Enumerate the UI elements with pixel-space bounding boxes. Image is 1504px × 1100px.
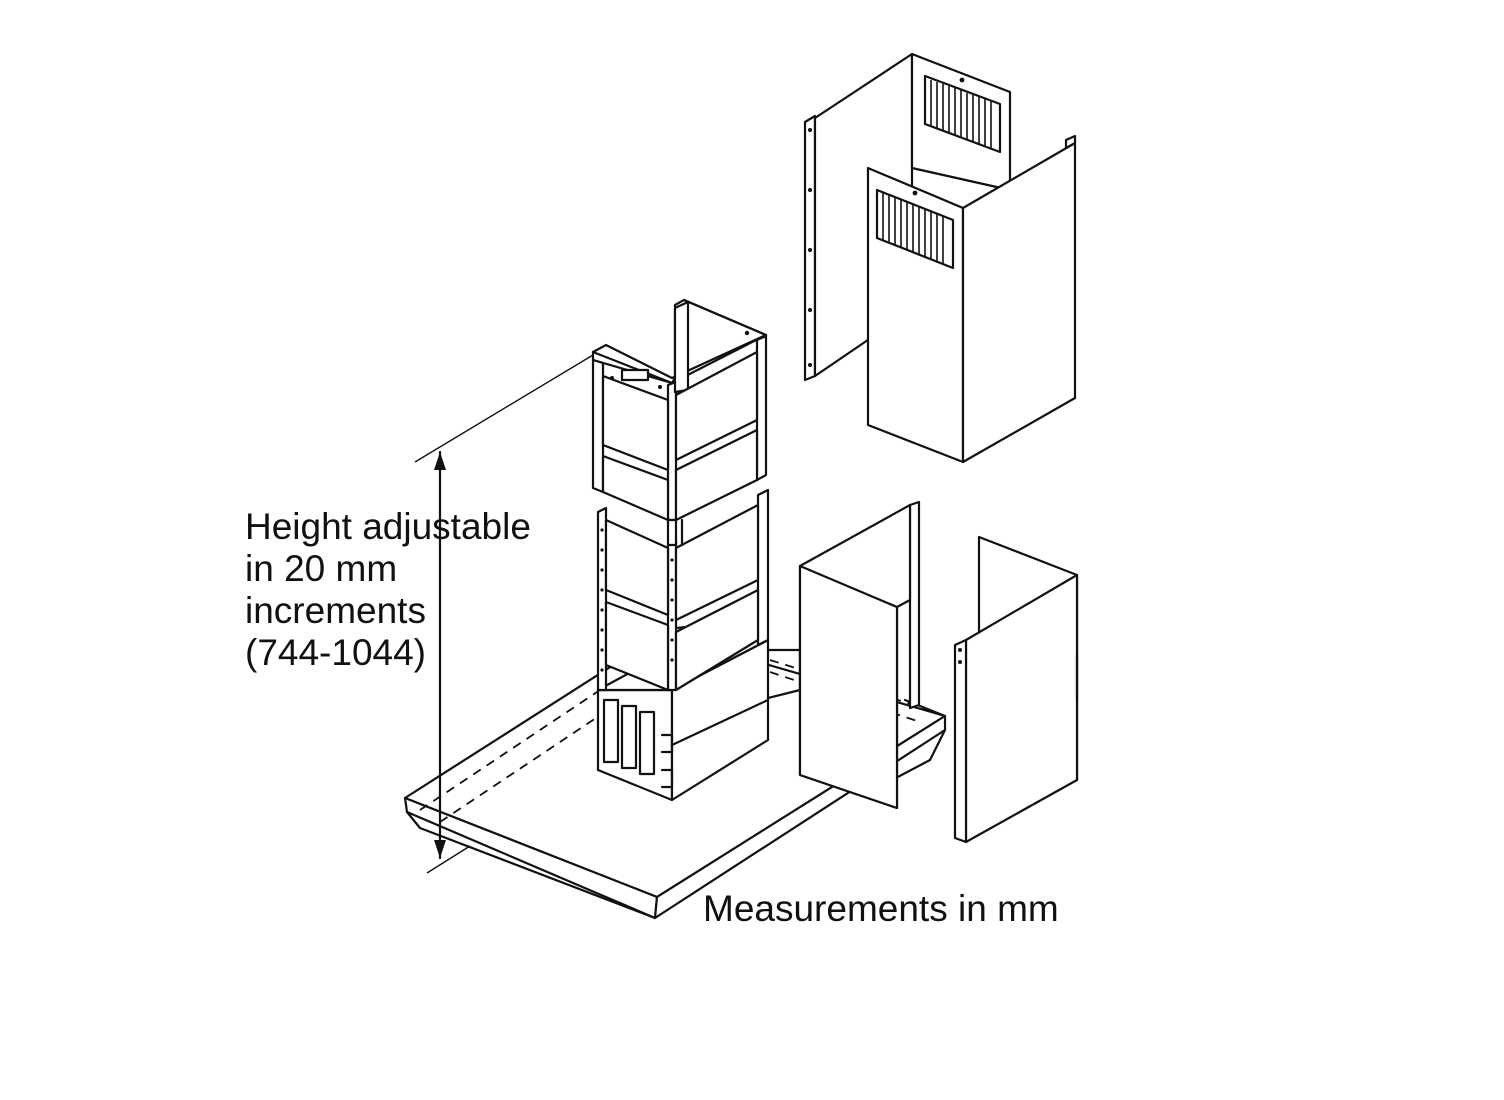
lower-chimney-left-panel-icon bbox=[798, 500, 921, 810]
height-dimension-arrow-icon bbox=[414, 354, 594, 874]
height-adjustable-note: Height adjustable in 20 mm increments (7… bbox=[245, 506, 531, 674]
measurements-note-text: Measurements in mm bbox=[703, 888, 1059, 929]
upper-chimney-front-panel-icon bbox=[866, 134, 1077, 464]
measurements-unit-note: Measurements in mm bbox=[703, 888, 1059, 930]
height-note-line-3: increments bbox=[245, 590, 426, 631]
lower-chimney-right-panel-icon bbox=[953, 535, 1079, 844]
height-note-line-1: Height adjustable bbox=[245, 506, 531, 547]
height-note-line-4: (744-1044) bbox=[245, 632, 427, 673]
height-note-line-2: in 20 mm bbox=[245, 548, 398, 589]
mounting-frame-icon bbox=[591, 298, 770, 802]
